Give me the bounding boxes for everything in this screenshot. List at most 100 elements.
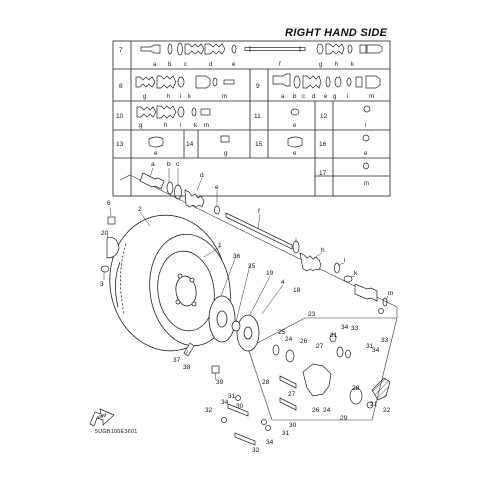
row13-letter-e: e (154, 151, 158, 157)
callout-28a: 28 (262, 379, 270, 386)
hub-brake-disc (208, 295, 260, 352)
row13-17-labels: 13 e 14 g 15 e 16 e 17 m (116, 141, 369, 187)
row17-part (363, 162, 369, 170)
callout-26a: 26 (300, 338, 308, 345)
callout-4: 4 (281, 279, 285, 286)
callout-m: m (388, 290, 393, 297)
callout-26b: 26 (312, 407, 320, 414)
callout-21: 21 (370, 401, 378, 408)
row-no-7: 7 (119, 47, 123, 54)
row15-letter-e: e (293, 151, 297, 157)
assembly-frame-lines (119, 174, 398, 421)
callout-34b: 34 (266, 439, 274, 446)
row-no-12: 12 (320, 113, 328, 120)
callout-32b: 32 (252, 447, 260, 454)
callout-k: k (354, 270, 358, 277)
callout-28b: 28 (352, 385, 360, 392)
row7-letter-g: g (319, 62, 322, 68)
callout-2: 2 (138, 206, 142, 213)
callout-36: 36 (233, 253, 241, 260)
row-no-15: 15 (255, 141, 263, 148)
row10-letter-m: m (204, 123, 209, 129)
fwd-label: FWD (97, 412, 107, 420)
row17-letter-m: m (364, 181, 369, 187)
small-hardware-left (100, 216, 220, 374)
callout-30b: 30 (289, 422, 297, 429)
row7-letter-a: a (153, 62, 157, 68)
callout-6: 6 (107, 200, 111, 207)
row-no-14: 14 (186, 141, 194, 148)
row7-letter-k: k (351, 62, 355, 68)
table-frame (112, 40, 391, 197)
row-no-16: 16 (319, 141, 327, 148)
row8-letter-h: h (167, 94, 170, 100)
row9-parts (272, 73, 381, 89)
callout-e: e (215, 184, 219, 191)
callout-24b: 24 (323, 407, 331, 414)
row7-parts (140, 42, 383, 56)
row7-letter-e: e (232, 62, 236, 68)
row7-letter-b: b (168, 62, 172, 68)
callout-33b: 33 (381, 337, 389, 344)
row8-letter-m: m (222, 94, 227, 100)
callout-c: c (176, 161, 180, 168)
callout-34a: 34 (221, 399, 229, 406)
page-title: RIGHT HAND SIDE (285, 27, 388, 39)
row14-letter-g: g (224, 151, 227, 157)
callout-24a: 24 (285, 336, 293, 343)
callout-29: 29 (340, 415, 348, 422)
callout-f: f (258, 208, 260, 215)
callout-19: 19 (266, 270, 274, 277)
callout-30a: 30 (236, 403, 244, 410)
row-no-10: 10 (116, 113, 124, 120)
callout-38: 38 (183, 364, 191, 371)
forward-direction-icon: FWD (89, 408, 115, 427)
diagram-code: 5UGB100E3601 (95, 429, 138, 435)
callout-1: 1 (218, 242, 222, 249)
row10-letter-g: g (139, 123, 142, 129)
callout-22: 22 (383, 407, 391, 414)
callout-d: d (200, 172, 204, 179)
row-no-8: 8 (119, 83, 123, 90)
callout-35: 35 (248, 263, 256, 270)
callout-31c: 31 (330, 332, 338, 339)
row11-letter-e: e (293, 123, 297, 129)
callout-34d: 34 (372, 347, 380, 354)
row-no-17: 17 (319, 170, 327, 177)
callout-i: i (344, 257, 345, 264)
row9-letter-d: d (312, 94, 315, 100)
row9-letter-a: a (281, 94, 285, 100)
row10-12-parts (136, 105, 371, 119)
callout-31b: 31 (282, 430, 290, 437)
callout-33a: 33 (351, 325, 359, 332)
row7-letter-h: h (335, 62, 338, 68)
callout-34c: 34 (341, 324, 349, 331)
row-no-9: 9 (256, 83, 260, 90)
row8-letter-k: k (188, 94, 192, 100)
row9-letter-i: i (347, 94, 348, 100)
row12-letter-i: i (365, 123, 366, 129)
callout-39: 39 (216, 379, 224, 386)
callout-labels: a b c d e f h i k m 1 2 3 4 6 18 19 20 2… (100, 161, 393, 454)
callout-23: 23 (308, 311, 316, 318)
row8-9-labels: 8 g h i k m 9 a b c d e g i m (119, 83, 374, 100)
callout-37: 37 (173, 357, 181, 364)
row7-labels: 7 a b c d e f g h k (119, 47, 355, 68)
row16-letter-e: e (364, 151, 368, 157)
row10-letter-k: k (194, 123, 198, 129)
row7-letter-f: f (279, 62, 281, 68)
row7-letter-d: d (209, 62, 212, 68)
callout-25: 25 (278, 329, 286, 336)
kit-table (112, 40, 391, 197)
row8-letter-g: g (143, 94, 146, 100)
knuckle-assembly (221, 333, 391, 446)
callout-27b: 27 (288, 391, 296, 398)
row13-16-parts (148, 134, 370, 148)
row9-letter-c: c (302, 94, 305, 100)
row10-12-labels: 10 g h i k m 11 e 12 i (116, 113, 366, 129)
row8-parts (135, 75, 235, 89)
row10-letter-h: h (164, 123, 167, 129)
callout-h: h (321, 247, 325, 254)
